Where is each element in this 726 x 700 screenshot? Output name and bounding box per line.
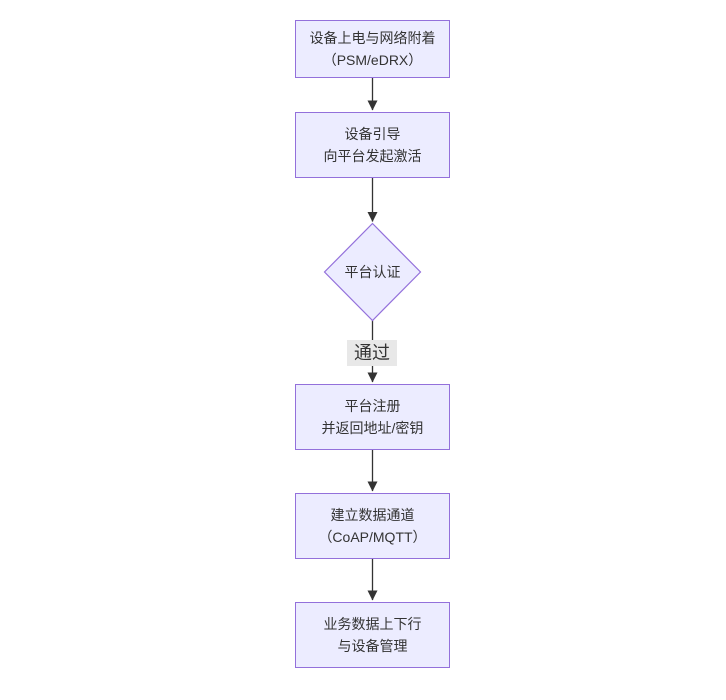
node-business-data: 业务数据上下行 与设备管理: [295, 602, 450, 668]
node-platform-register: 平台注册 并返回地址/密钥: [295, 384, 450, 450]
node-label-line: 与设备管理: [337, 638, 408, 654]
node-device-bootstrap: 设备引导 向平台发起激活: [295, 112, 450, 178]
edge-label-pass: 通过: [347, 340, 397, 366]
node-label-line: 设备引导: [344, 126, 401, 142]
node-label-line: 建立数据通道: [330, 507, 415, 523]
node-data-channel: 建立数据通道 （CoAP/MQTT）: [295, 493, 450, 559]
node-label-line: （PSM/eDRX）: [322, 52, 423, 68]
node-label-line: 业务数据上下行: [323, 616, 422, 632]
node-label-line: （CoAP/MQTT）: [318, 529, 427, 545]
node-platform-auth-diamond: [323, 222, 422, 322]
node-label-line: 设备上电与网络附着: [309, 30, 436, 46]
node-power-attach: 设备上电与网络附着 （PSM/eDRX）: [295, 20, 450, 78]
node-platform-auth-label: 平台认证: [344, 264, 401, 280]
node-label-line: 向平台发起激活: [323, 148, 422, 164]
node-label-line: 并返回地址/密钥: [321, 420, 424, 436]
node-label-line: 平台注册: [344, 398, 401, 414]
